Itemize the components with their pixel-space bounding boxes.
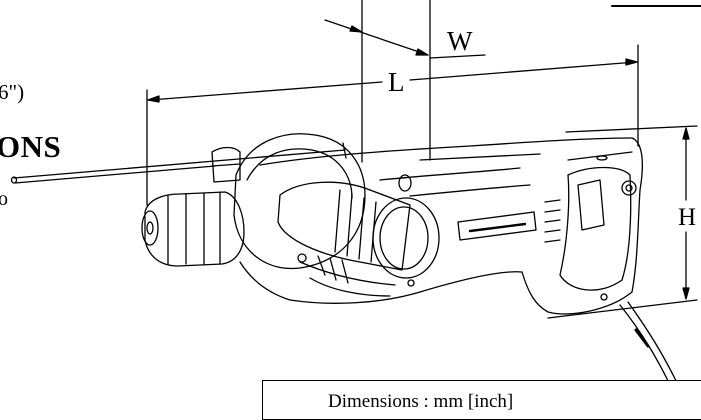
dimension-label-l: L <box>386 67 407 97</box>
dimension-l <box>146 44 639 206</box>
arrow-w-left <box>349 25 363 33</box>
dimension-w <box>324 0 486 163</box>
partial-text-bottom: o <box>0 188 8 210</box>
partial-heading: ONS <box>0 129 62 164</box>
dimension-label-w: W <box>447 26 473 56</box>
dimension-line-l-b <box>409 61 637 81</box>
partial-text-top: 6") <box>0 80 25 104</box>
dimension-line-l-a <box>149 81 383 101</box>
dimension-line-w <box>324 19 429 56</box>
depth-gauge-rod <box>10 142 347 184</box>
units-legend-text: Dimensions : mm [inch] <box>328 391 514 412</box>
leader-line-w <box>429 54 486 59</box>
arrow-w-right <box>415 48 429 56</box>
arrow-h-top <box>682 127 690 140</box>
chuck <box>141 191 245 267</box>
arrow-l-right <box>625 58 638 66</box>
arrow-h-bottom <box>682 287 690 300</box>
side-handle <box>211 133 440 279</box>
makita-logo-icon <box>457 211 537 241</box>
arrow-l-left <box>147 95 160 103</box>
units-legend-box <box>262 380 701 420</box>
extension-line-h-top <box>565 125 698 133</box>
dimension-label-h: H <box>676 204 699 231</box>
dimension-h <box>547 125 698 319</box>
tool-body-outline <box>239 137 643 315</box>
